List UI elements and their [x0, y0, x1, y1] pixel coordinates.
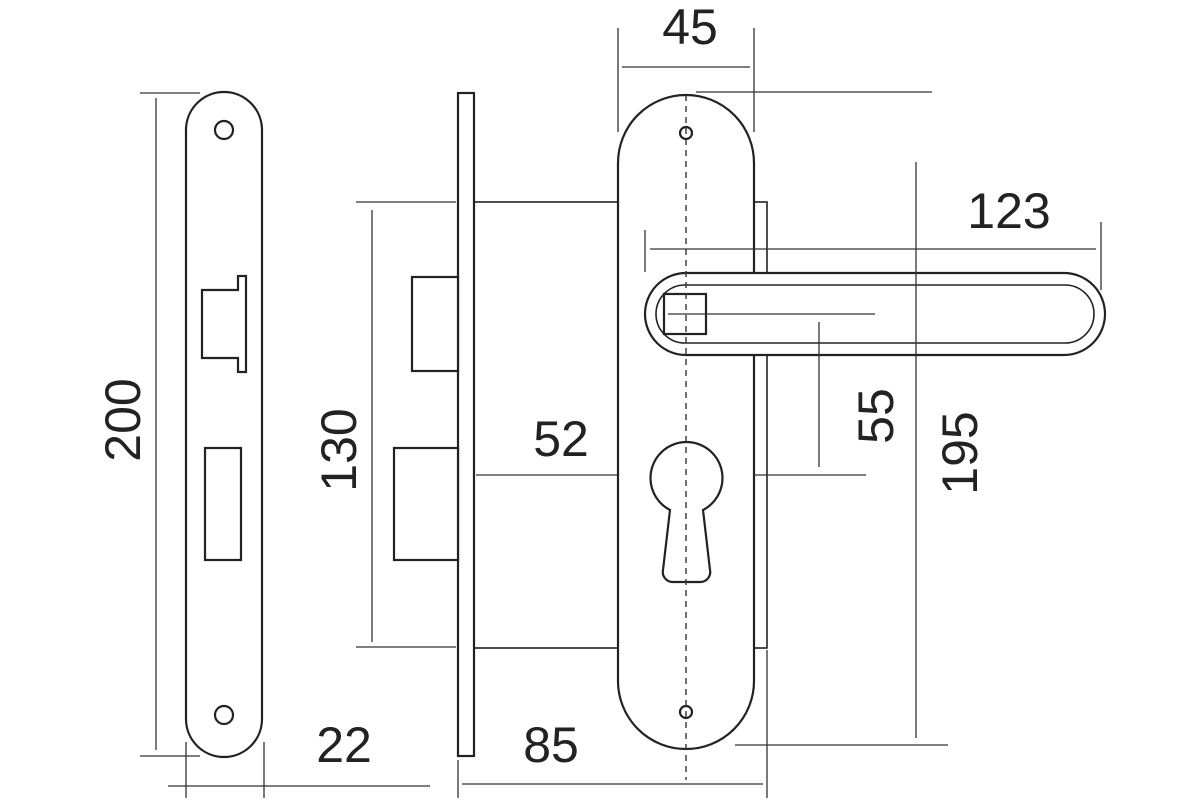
dim-label-130: 130 [311, 408, 367, 491]
dimension-plate-width: 45 [617, 0, 755, 132]
dim-label-195: 195 [932, 411, 988, 494]
lever-handle [643, 271, 1107, 357]
dim-label-45: 45 [662, 0, 718, 55]
dimension-body-height: 130 [311, 201, 456, 648]
dim-label-55: 55 [848, 388, 904, 444]
dimension-plate-height: 195 [696, 91, 988, 746]
dim-label-52: 52 [533, 411, 589, 467]
deadbolt-opening [203, 446, 243, 562]
dead-bolt [392, 446, 460, 562]
dim-label-85: 85 [523, 717, 579, 773]
dim-label-22: 22 [316, 717, 372, 773]
faceplate [184, 90, 264, 759]
dimension-handle-length: 123 [644, 183, 1102, 290]
handle-inner [655, 284, 1095, 344]
front-plate-side [456, 91, 476, 758]
cylinder-cutout [649, 440, 724, 584]
dimension-faceplate-height: 200 [95, 92, 200, 757]
faceplate-screw-hole-top [213, 119, 235, 141]
dimension-handle-to-cylinder: 55 [818, 322, 904, 467]
dimension-axis-distance: 52 [476, 411, 866, 476]
latch-bolt [410, 275, 460, 373]
dimension-backset: 22 [168, 717, 430, 798]
latch-opening [200, 274, 248, 374]
dim-label-200: 200 [95, 378, 151, 461]
faceplate-outline [184, 90, 264, 759]
faceplate-screw-hole-bottom [213, 704, 235, 726]
dimension-body-depth: 85 [457, 650, 768, 798]
dim-label-123: 123 [967, 183, 1050, 239]
